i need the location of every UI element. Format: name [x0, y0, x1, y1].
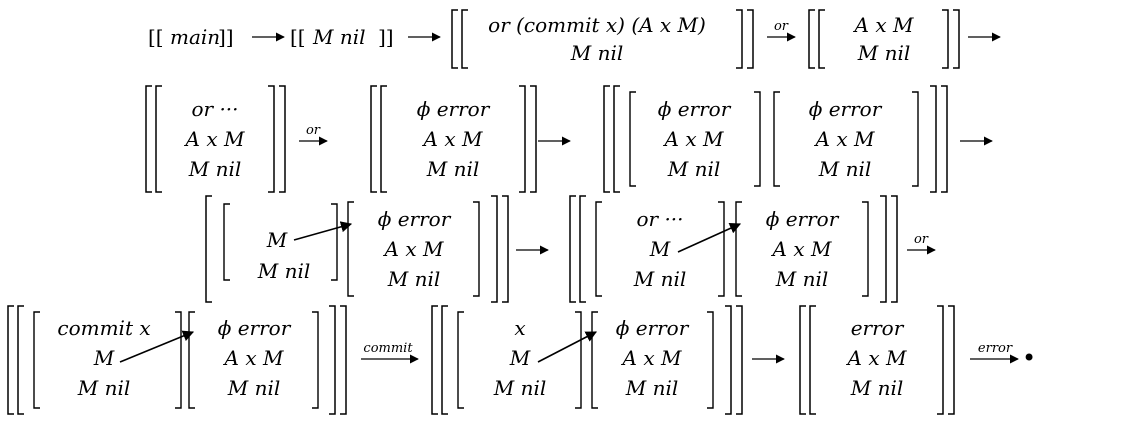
- a-x-m-term: A x M: [184, 127, 245, 151]
- inner-bracket: [223, 201, 480, 297]
- m-term: M: [266, 228, 288, 252]
- outer-double-bracket: [145, 85, 286, 193]
- inner-bracket: [33, 311, 319, 409]
- m-term: M: [93, 346, 115, 370]
- outer-double-bracket: [431, 305, 743, 415]
- outer-double-bracket: [808, 9, 960, 69]
- outer-double-bracket: [205, 195, 509, 303]
- double-bracket-open: [[: [290, 25, 306, 49]
- a-x-m-term: A x M: [223, 346, 284, 370]
- main-term: main: [170, 25, 220, 49]
- or-dots-term: or ···: [636, 207, 683, 231]
- phi-error-term: ϕ error: [809, 97, 883, 121]
- a-x-m-term: A x M: [846, 346, 907, 370]
- m-nil-term: M nil: [426, 157, 480, 181]
- phi-error-term: ϕ error: [766, 207, 840, 231]
- m-nil-term: M nil: [857, 41, 911, 65]
- inner-bracket: [595, 201, 869, 297]
- arrow-label-or: or: [774, 19, 789, 34]
- pointer-arrow: [537, 331, 597, 363]
- outer-double-bracket: [451, 9, 754, 69]
- m-term: M: [649, 237, 671, 261]
- m-nil-term: M nil: [77, 376, 131, 400]
- commit-x-term: commit x: [57, 316, 150, 340]
- m-nil-term: M nil: [667, 157, 721, 181]
- inner-bracket: [457, 311, 714, 409]
- m-term: M: [509, 346, 531, 370]
- labeled-arrow: error: [970, 341, 1019, 364]
- outer-double-bracket: [603, 85, 948, 193]
- outer-double-bracket: [569, 195, 898, 303]
- inner-bracket: [629, 91, 919, 187]
- labeled-arrow: or: [907, 232, 936, 255]
- arrow-label-error: error: [978, 341, 1013, 356]
- arrow-label-or: or: [306, 123, 321, 138]
- m-nil-term: M nil: [227, 376, 281, 400]
- double-bracket-close: ]]: [378, 25, 394, 49]
- outer-double-bracket: [799, 305, 955, 415]
- terminal-bullet: •: [1022, 344, 1036, 372]
- m-nil-term: M nil: [775, 267, 829, 291]
- outer-double-bracket: [370, 85, 537, 193]
- phi-error-term: ϕ error: [417, 97, 491, 121]
- phi-error-term: ϕ error: [378, 207, 452, 231]
- error-term: error: [851, 316, 905, 340]
- m-nil-term: M nil: [625, 376, 679, 400]
- pointer-arrow: [119, 330, 195, 363]
- m-nil-term: M nil: [850, 376, 904, 400]
- m-nil-term: M nil: [257, 259, 311, 283]
- a-x-m-term: A x M: [621, 346, 682, 370]
- m-nil-term: M nil: [387, 267, 441, 291]
- phi-error-term: ϕ error: [658, 97, 732, 121]
- double-bracket-open: [[: [148, 25, 164, 49]
- x-term: x: [514, 316, 525, 340]
- m-nil-term: M nil: [570, 41, 624, 65]
- m-nil-term: M nil: [493, 376, 547, 400]
- double-bracket-close: ]]: [218, 25, 234, 49]
- m-nil-term: M nil: [633, 267, 687, 291]
- m-nil-term: M nil: [188, 157, 242, 181]
- m-nil-term: M nil: [818, 157, 872, 181]
- phi-error-term: ϕ error: [616, 316, 690, 340]
- a-x-m-term: A x M: [663, 127, 724, 151]
- a-x-m-term: A x M: [383, 237, 444, 261]
- row-2: or ··· A x M M nil or ϕ error A x M M ni…: [145, 85, 993, 193]
- pointer-arrow: [677, 223, 742, 253]
- m-nil-term: M nil: [312, 25, 366, 49]
- pointer-arrow: [293, 221, 353, 241]
- row-1: [[ main ]] [[ M nil ]] or (commit x) (A …: [148, 9, 1001, 69]
- labeled-arrow: commit: [361, 341, 419, 364]
- arrow-label-or: or: [914, 232, 929, 247]
- labeled-arrow: or: [299, 123, 328, 146]
- a-x-m-term: A x M: [814, 127, 875, 151]
- or-dots-term: or ···: [191, 97, 238, 121]
- a-x-m-term: A x M: [771, 237, 832, 261]
- a-x-m-term: A x M: [853, 13, 914, 37]
- or-commit-term: or (commit x) (A x M): [488, 13, 706, 37]
- arrow-label-commit: commit: [363, 341, 413, 356]
- phi-error-term: ϕ error: [218, 316, 292, 340]
- row-4: commit x M M nil ϕ error A x M M nil com…: [7, 305, 1036, 415]
- a-x-m-term: A x M: [422, 127, 483, 151]
- outer-double-bracket: [7, 305, 347, 415]
- row-3: M M nil ϕ error A x M M nil or ··· M M n…: [205, 195, 936, 303]
- labeled-arrow: or: [767, 19, 796, 42]
